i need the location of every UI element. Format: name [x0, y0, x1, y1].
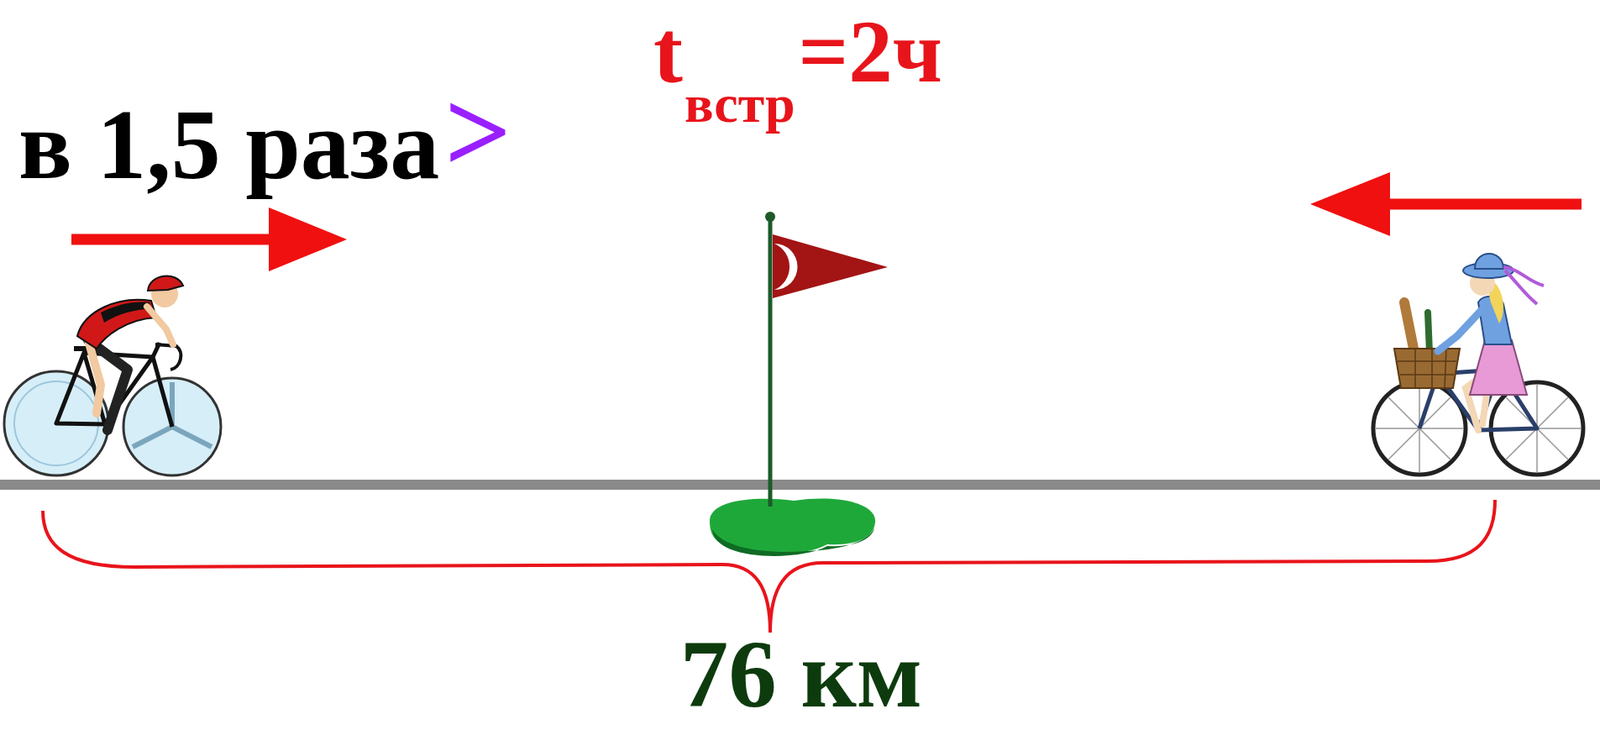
racing-cyclist-part [155, 344, 181, 370]
direction-arrow-left-part [1310, 172, 1391, 237]
racing-cyclist [4, 276, 221, 476]
road [0, 479, 1600, 490]
city-cyclist-part [1394, 348, 1460, 389]
meeting-flag-part [712, 527, 875, 557]
meeting-flag-part [765, 211, 776, 222]
time-symbol: t [653, 7, 683, 96]
racing-cyclist-part [146, 306, 174, 345]
city-cyclist-part [1427, 312, 1430, 353]
speed-ratio: в 1,5 раза [18, 95, 440, 195]
racing-cyclist-part [132, 382, 212, 447]
meeting-flag-part [772, 234, 888, 299]
greater-sign: > [444, 73, 512, 191]
city-cyclist [1373, 253, 1584, 475]
racing-cyclist-part [147, 276, 184, 291]
city-cyclist-part [1404, 302, 1415, 353]
city-cyclist-part [1503, 267, 1544, 305]
direction-arrow-right-part [268, 207, 347, 272]
direction-arrow-left-part [1381, 199, 1582, 210]
racing-cyclist-part [88, 340, 128, 431]
racing-cyclist-part [88, 340, 101, 414]
city-cyclist-part [1469, 340, 1527, 395]
meeting-flag [709, 211, 888, 557]
direction-arrow-right-part [71, 234, 278, 246]
direction-arrow-right [71, 207, 347, 272]
meeting-flag-part [768, 216, 773, 507]
city-cyclist-part [1474, 253, 1504, 269]
distance-label: 76 км [680, 625, 923, 723]
direction-arrow-left [1310, 172, 1582, 237]
city-cyclist-part [1437, 309, 1483, 352]
time-value: =2ч [798, 7, 944, 96]
time-subscript: встр [684, 77, 796, 132]
meeting-flag-part [774, 243, 798, 290]
city-cyclist-part [1397, 348, 1457, 389]
racing-cyclist-part [100, 302, 152, 324]
